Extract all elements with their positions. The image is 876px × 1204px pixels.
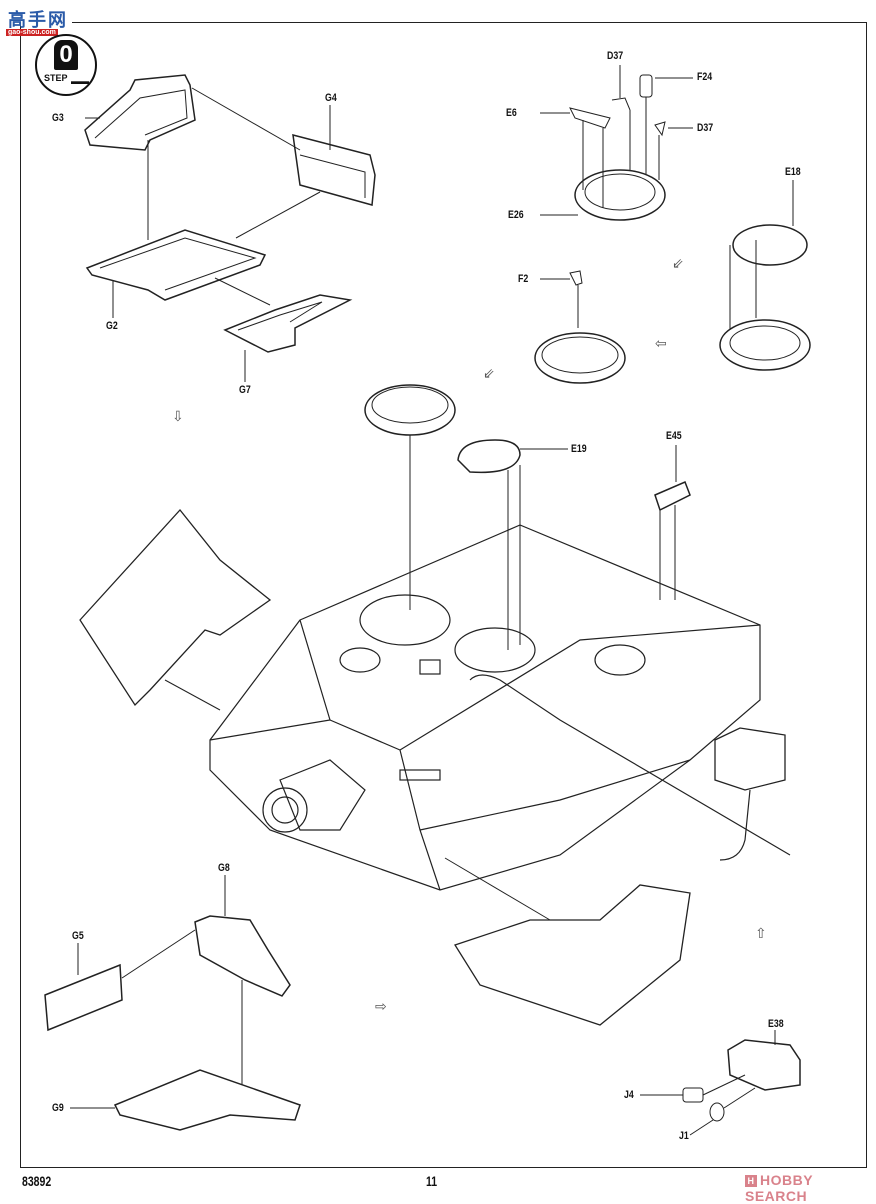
- assembly-direction-arrow-icon: ⇙: [483, 365, 495, 381]
- hobby-search-logo-icon: H: [745, 1175, 757, 1187]
- part-g9-drawing: [113, 1069, 301, 1131]
- assembly-direction-arrow-icon: ⇦: [655, 335, 667, 351]
- part-j4-drawing: [682, 1087, 704, 1103]
- part-g8-drawing: [194, 915, 291, 997]
- arrow-g5-g8: [121, 929, 196, 979]
- label-g2: G2: [106, 320, 118, 332]
- turret-body-drawing: [209, 524, 791, 891]
- part-g3-drawing: [84, 74, 196, 151]
- label-e6: E6: [506, 107, 517, 119]
- part-f2-drawing: [569, 270, 583, 286]
- part-e26-drawing: [574, 169, 666, 221]
- page-frame-top: [72, 22, 867, 23]
- label-e38: E38: [768, 1018, 784, 1030]
- label-f2: F2: [518, 273, 529, 285]
- label-e26: E26: [508, 209, 524, 221]
- label-e19: E19: [571, 443, 587, 455]
- label-g5: G5: [72, 930, 84, 942]
- part-e38-drawing: [727, 1039, 801, 1091]
- site-logo: 高手网 gao-shou.com: [4, 6, 74, 40]
- label-g8: G8: [218, 862, 230, 874]
- part-f24-drawing: [639, 74, 653, 98]
- part-e18-drawing: [732, 224, 808, 266]
- assembly-direction-arrow-icon: ⇨: [375, 998, 387, 1014]
- stowage-box-upper: [714, 727, 786, 791]
- arrow-g4-g2: [235, 191, 321, 239]
- part-g7-drawing: [223, 294, 353, 353]
- step-badge: 0 STEP ▬▬: [35, 34, 97, 96]
- label-g7: G7: [239, 384, 251, 396]
- part-e6-drawing: [569, 107, 611, 129]
- label-e18: E18: [785, 166, 801, 178]
- arrow-side-left: [164, 679, 221, 711]
- part-d37-top-drawing: [611, 97, 631, 111]
- label-g4: G4: [325, 92, 337, 104]
- label-d37-top: D37: [607, 50, 624, 62]
- product-code: 83892: [22, 1173, 52, 1189]
- part-g4-drawing: [292, 133, 376, 206]
- part-g5-drawing: [44, 963, 123, 1032]
- site-logo-url: gao-shou.com: [6, 29, 58, 36]
- part-e19-drawing: [457, 439, 521, 474]
- hatch-ring-right: [719, 319, 811, 371]
- part-d37-side-drawing: [654, 121, 666, 137]
- hatch-left: [364, 384, 456, 436]
- label-j4: J4: [624, 1089, 634, 1101]
- assembly-direction-arrow-icon: ⇩: [172, 408, 184, 424]
- label-j1: J1: [679, 1130, 689, 1142]
- label-f24: F24: [697, 71, 713, 83]
- page-number: 11: [426, 1173, 438, 1189]
- arrow-g4-g3: [191, 87, 301, 151]
- label-g9: G9: [52, 1102, 64, 1114]
- label-d37-side: D37: [697, 122, 714, 134]
- assembly-direction-arrow-icon: ⇙: [672, 255, 684, 271]
- arrow-rear: [444, 857, 551, 921]
- assembly-direction-arrow-icon: ⇧: [755, 925, 767, 941]
- leader-j1: [689, 1119, 714, 1136]
- label-e45: E45: [666, 430, 682, 442]
- hatch-center: [534, 332, 626, 384]
- label-g3: G3: [52, 112, 64, 124]
- step-label: STEP: [44, 73, 68, 83]
- arrow-g7-g2: [214, 277, 271, 306]
- site-logo-text: 高手网: [8, 10, 68, 31]
- side-armor-left-drawing: [79, 508, 272, 707]
- rear-armor-drawing: [454, 884, 691, 1026]
- tank-icon: ▬▬: [71, 76, 89, 86]
- page-frame: [20, 22, 867, 1168]
- part-g2-drawing: [85, 229, 267, 301]
- part-j1-drawing: [709, 1102, 725, 1122]
- part-e45-drawing: [654, 481, 691, 512]
- step-number: 0: [54, 40, 78, 70]
